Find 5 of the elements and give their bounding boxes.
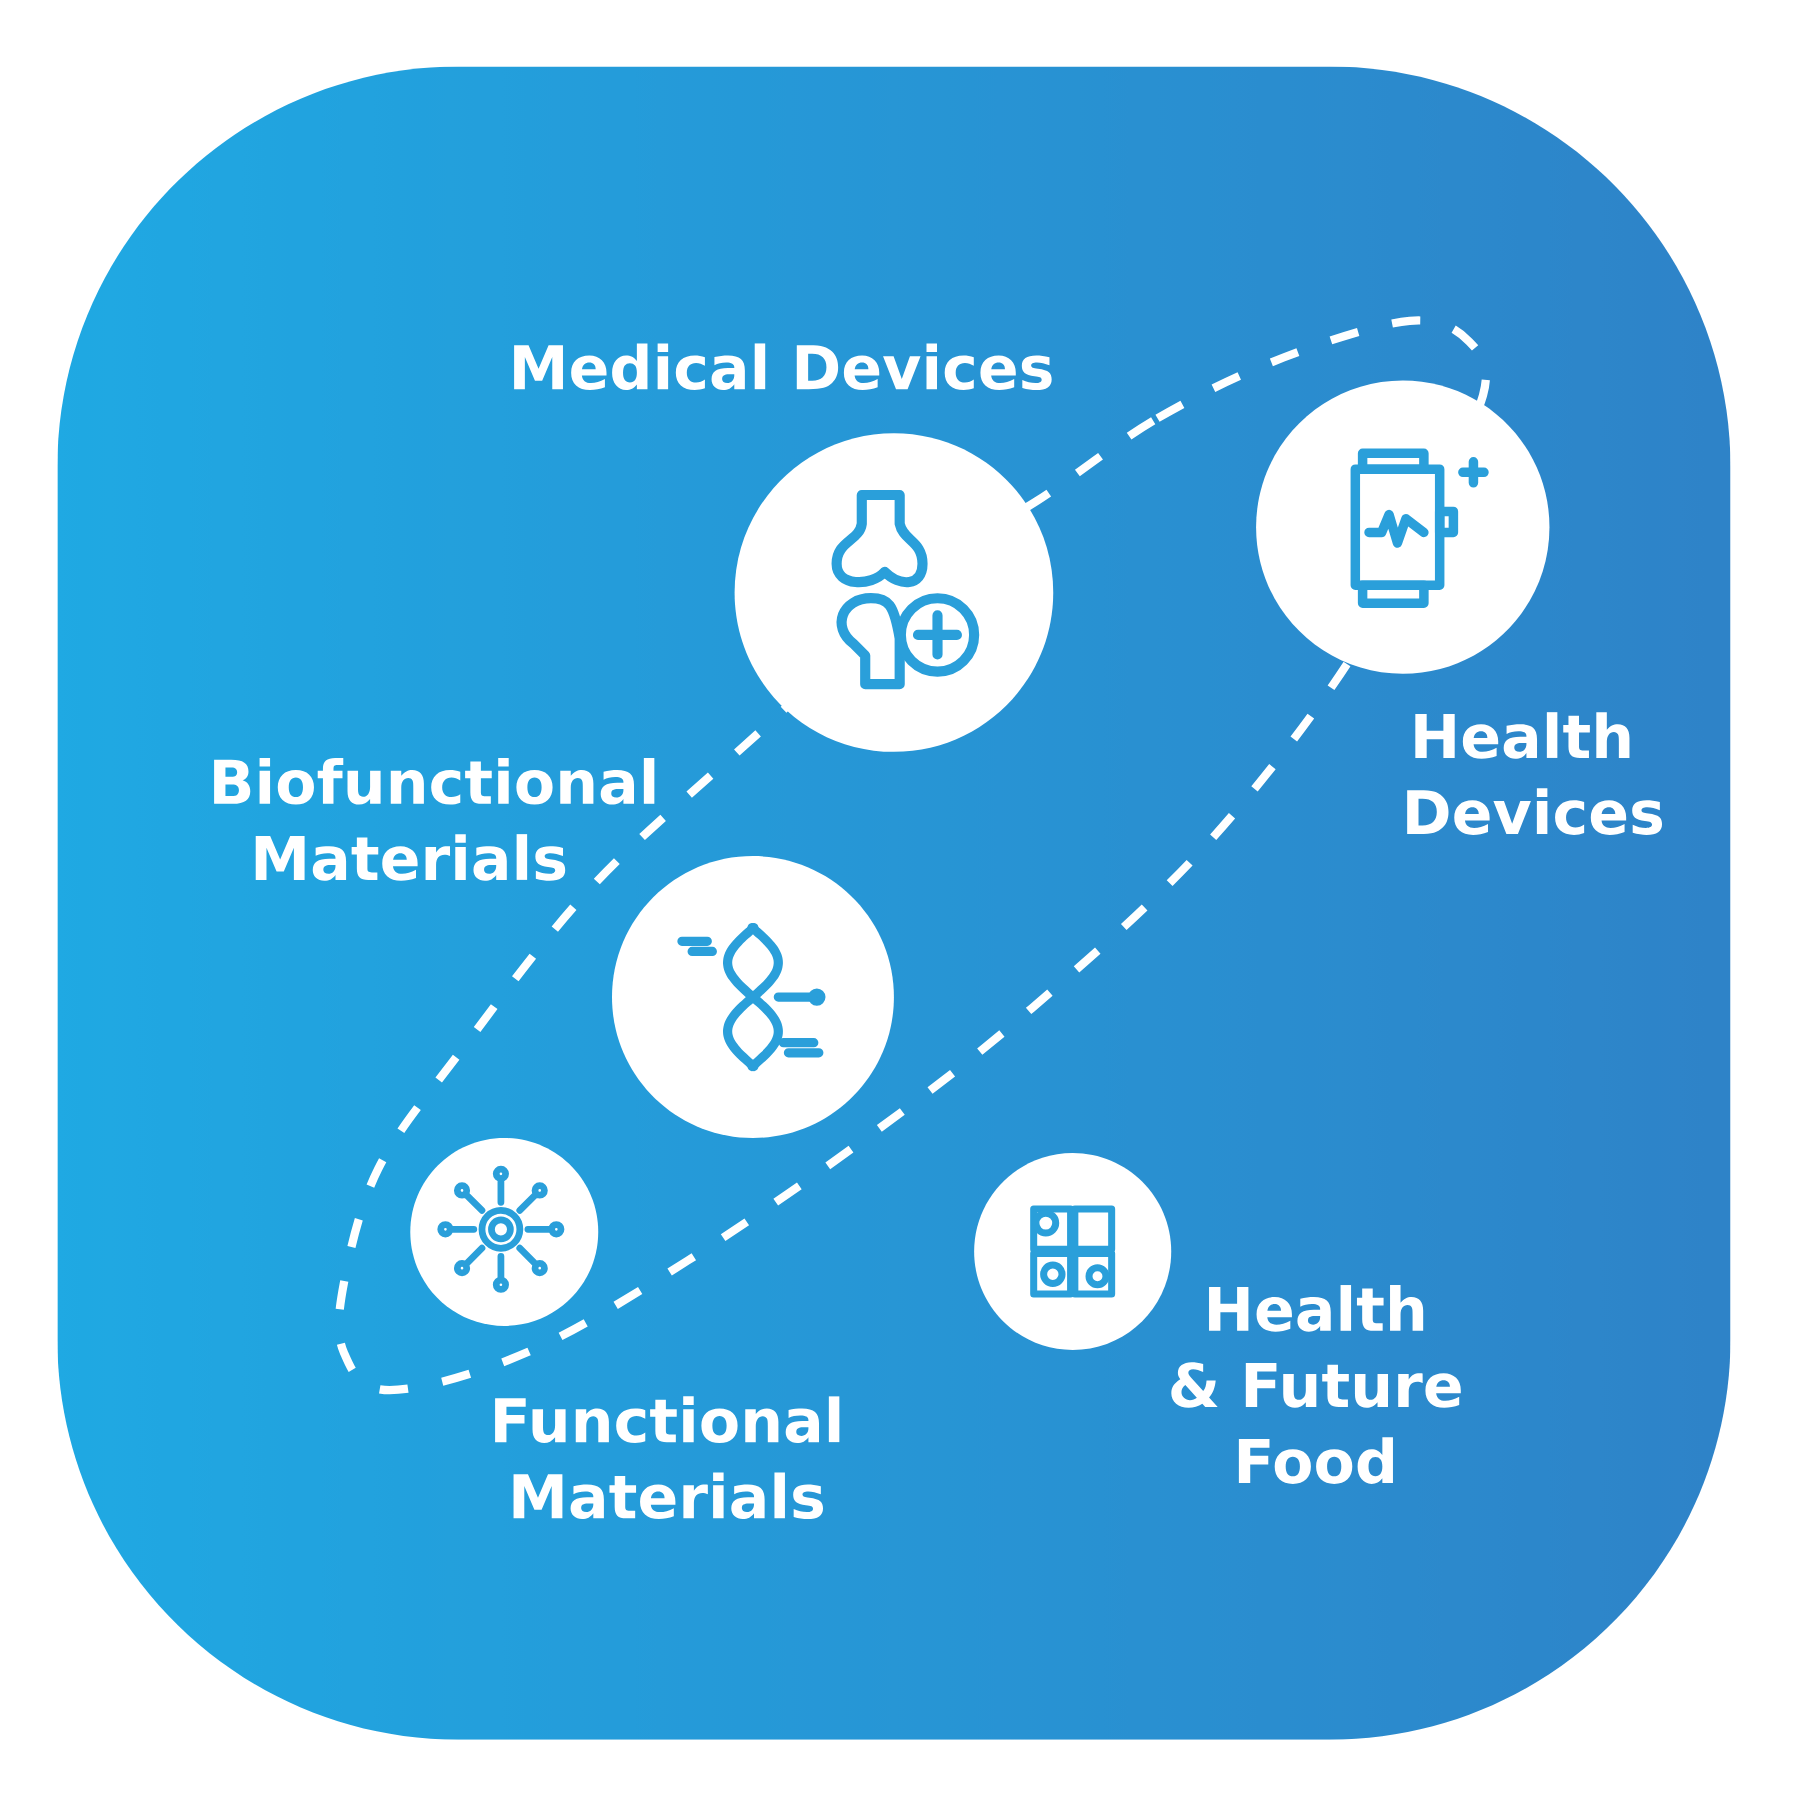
node-label: Biofunctional Materials bbox=[214, 758, 655, 881]
node-label: Medical Devices bbox=[514, 343, 1052, 391]
node-label: Functional Materials bbox=[495, 1396, 840, 1520]
node-label: Health & Future Food bbox=[1171, 1285, 1461, 1484]
node-label: Health Devices bbox=[1407, 712, 1663, 835]
